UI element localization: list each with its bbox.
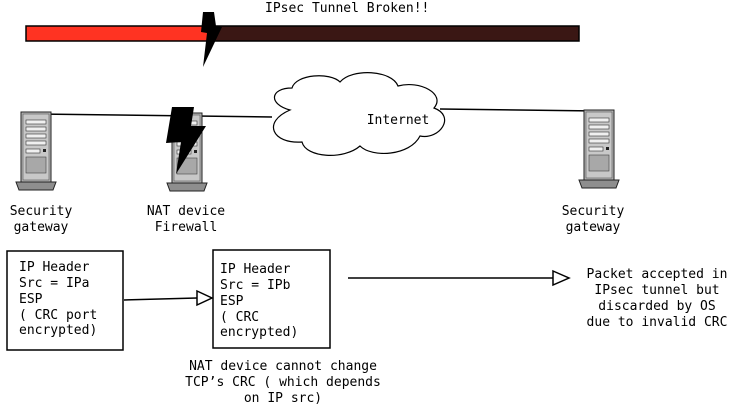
tunnel-break-lightning-icon xyxy=(201,12,222,67)
translated-packet-box: IP Header Src = IPb ESP ( CRC encrypted) xyxy=(212,249,331,349)
arrow-to-nat-packet xyxy=(123,289,214,307)
cloud-icon xyxy=(272,72,446,156)
link-cloud-to-right xyxy=(439,108,599,112)
nat-note-line: NAT device cannot change xyxy=(189,359,377,374)
packet-line: Src = IPb xyxy=(220,278,291,293)
left-gateway-server xyxy=(15,111,57,191)
result-note-line: discarded by OS xyxy=(598,299,715,314)
link-left-to-cloud xyxy=(35,113,273,118)
internet-cloud: Internet xyxy=(272,72,446,156)
right-gateway-server xyxy=(578,109,620,189)
nat-note: NAT device cannot change TCP’s CRC ( whi… xyxy=(185,359,381,406)
result-note-line: IPsec tunnel but xyxy=(594,283,719,298)
left-gateway-label-1: Security xyxy=(10,204,73,219)
tunnel-title: IPsec Tunnel Broken!! xyxy=(265,1,429,16)
packet-line: ESP xyxy=(220,294,244,309)
ipsec-tunnel-bar: IPsec Tunnel Broken!! xyxy=(25,1,580,67)
tunnel-intact-segment xyxy=(25,25,209,42)
packet-line: ( CRC port xyxy=(19,308,97,323)
tunnel-broken-segment xyxy=(207,25,580,42)
packet-line: IP Header xyxy=(19,260,90,275)
original-packet-box: IP Header Src = IPa ESP ( CRC port encry… xyxy=(6,250,124,351)
packet-line: encrypted) xyxy=(220,325,298,340)
cloud-label: Internet xyxy=(367,113,430,128)
server-tower-icon xyxy=(578,109,620,189)
result-note-line: Packet accepted in xyxy=(587,267,728,282)
server-tower-icon xyxy=(15,111,57,191)
left-gateway-label-2: gateway xyxy=(14,220,69,235)
nat-note-line: on IP src) xyxy=(244,391,322,406)
nat-device-server xyxy=(166,107,208,192)
network-links xyxy=(35,108,599,118)
right-gateway-label-1: Security xyxy=(562,204,625,219)
packet-line: encrypted) xyxy=(19,323,97,338)
packet-line: ( CRC xyxy=(220,310,259,325)
right-gateway-label-2: gateway xyxy=(566,220,621,235)
nat-label-1: NAT device xyxy=(147,204,225,219)
arrow-to-destination xyxy=(348,269,571,287)
nat-lightning-icon xyxy=(166,107,206,174)
arrowhead-icon xyxy=(196,289,214,307)
result-note-line: due to invalid CRC xyxy=(587,315,728,330)
node-labels: Security gateway NAT device Firewall Sec… xyxy=(10,204,625,235)
nat-note-line: TCP’s CRC ( which depends xyxy=(185,375,381,390)
result-note: Packet accepted in IPsec tunnel but disc… xyxy=(587,267,728,330)
arrowhead-icon xyxy=(552,269,571,287)
packet-line: Src = IPa xyxy=(19,276,89,291)
packet-line: ESP xyxy=(19,292,43,307)
nat-label-2: Firewall xyxy=(155,220,218,235)
packet-line: IP Header xyxy=(220,262,291,277)
